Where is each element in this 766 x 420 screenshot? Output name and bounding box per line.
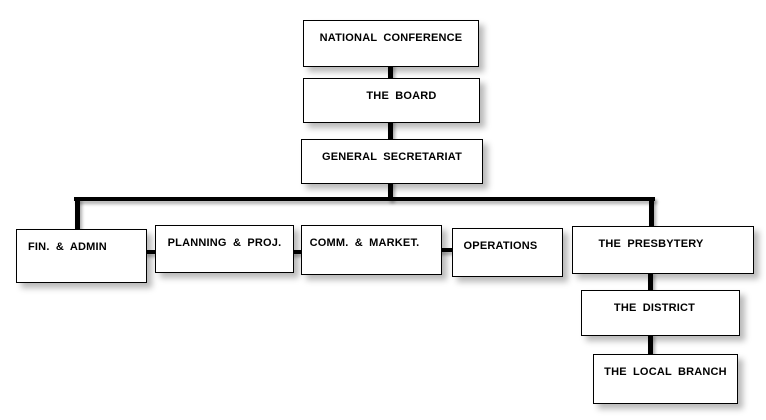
connector-presbytery-district [648, 271, 653, 292]
connector-trunk-presbytery [649, 197, 654, 233]
node-the-presbytery: THE PRESBYTERY [572, 226, 754, 274]
connector-secretariat-trunk [388, 180, 393, 200]
node-the-district: THE DISTRICT [581, 290, 740, 336]
connector-planning-comm-market [289, 250, 303, 254]
connector-district-local-branch [648, 333, 653, 356]
node-national-conference: NATIONAL CONFERENCE [303, 20, 479, 67]
connector-comm-market-operations [437, 248, 453, 252]
connector-fin-admin-planning [144, 250, 157, 254]
node-the-board: THE BOARD [303, 78, 480, 123]
node-comm-market: COMM. & MARKET. [301, 225, 442, 275]
node-operations: OPERATIONS [452, 228, 563, 277]
connector-trunk-fin-admin [75, 197, 80, 232]
node-general-secretariat: GENERAL SECRETARIAT [301, 139, 483, 184]
node-planning-proj: PLANNING & PROJ. [155, 225, 294, 273]
node-the-local-branch: THE LOCAL BRANCH [593, 354, 738, 404]
connector-conference-board [388, 62, 393, 81]
connector-trunk-horizontal [74, 197, 655, 201]
connector-board-secretariat [388, 118, 393, 142]
node-fin-admin: FIN. & ADMIN [16, 229, 147, 283]
